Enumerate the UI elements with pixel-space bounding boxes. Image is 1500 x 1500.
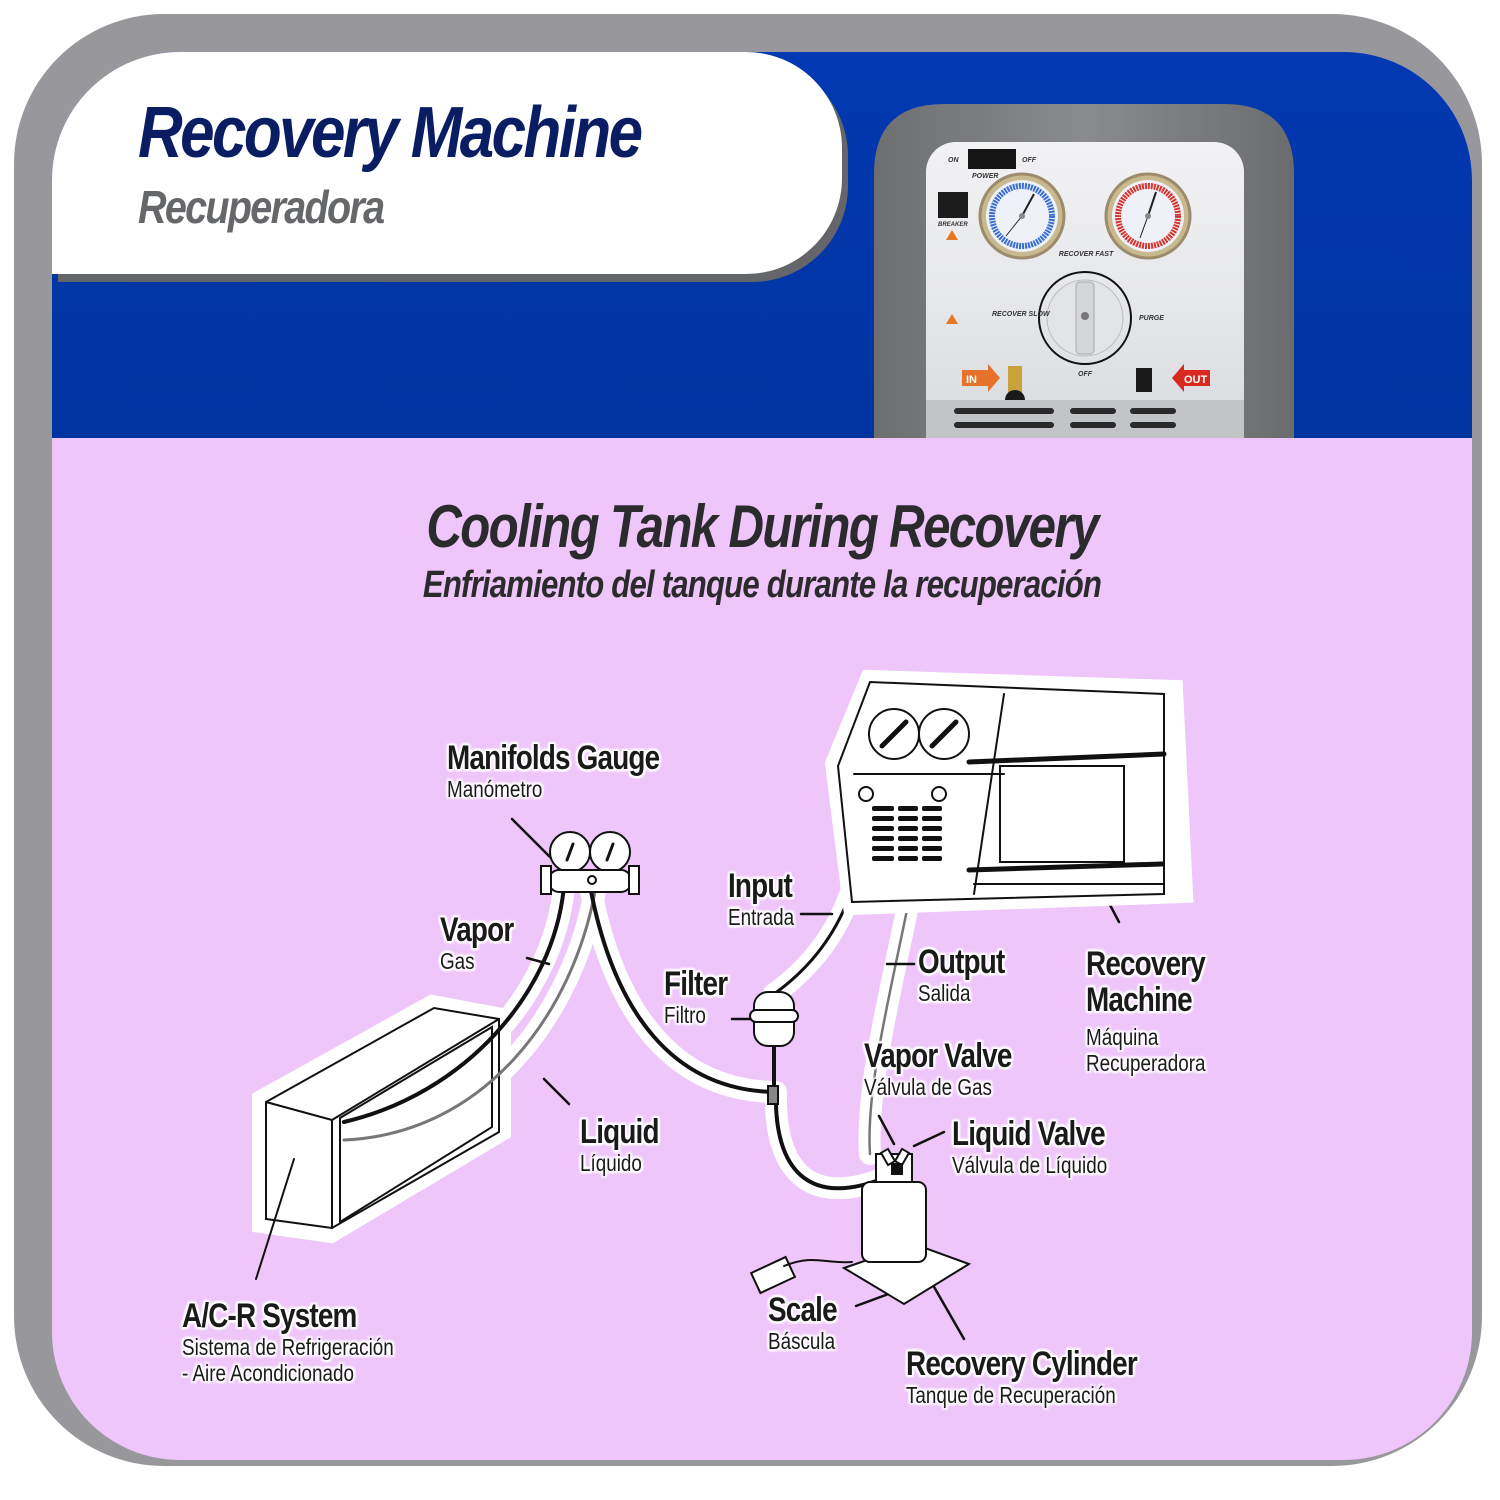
label-recovery-cylinder: Recovery Cylinder Tanque de Recuperación [906,1345,1138,1408]
vapor-gauge [978,172,1066,260]
power-on-label: ON [948,157,959,164]
recovery-cylinder-illustration [749,1147,972,1306]
label-liquid: Liquid Líquido [580,1113,660,1176]
input-port-fitting [1008,366,1022,394]
manifold-gauge [540,831,640,895]
label-filter: Filter Filtro [664,965,728,1028]
title-pill: Recovery Machine Recuperadora [52,52,842,274]
dial-purge-label: PURGE [1139,315,1164,322]
recovery-diagram [252,669,1194,1341]
breaker-label: BREAKER [938,222,968,228]
section-subtitle: Enfriamiento del tanque durante la recup… [422,564,1102,606]
mode-dial-ring [1038,271,1132,365]
vapor-hose [342,884,566,1124]
breaker-switch [938,192,968,218]
recovery-machine-illustration [824,669,1194,916]
section-title: Cooling Tank During Recovery [426,493,1099,560]
machine-photo: ON OFF POWER BREAKER [874,104,1294,438]
acr-unit [252,994,511,1244]
warning-icon-2 [946,314,958,324]
warning-icon [946,230,958,240]
liquid-gauge [1104,172,1192,260]
label-output: Output Salida [918,943,1005,1006]
label-scale: Scale Báscula [768,1291,838,1354]
output-port-fitting [1136,368,1152,392]
port-in-arrow [962,364,1000,392]
panel: Recovery Machine Recuperadora ON OFF POW… [52,52,1472,1460]
label-acr-system: A/C-R System Sistema de Refrigeración - … [182,1297,394,1386]
dial-slow-label: RECOVER SLOW [992,311,1051,318]
acr-leader-line [255,1158,295,1280]
power-label: POWER [972,173,998,180]
page-title: Recovery Machine [138,93,643,173]
liquid-hose [342,884,598,1142]
vent-grille [926,400,1244,438]
label-input: Input Entrada [728,867,795,930]
dial-off-label: OFF [1078,371,1093,378]
acr-unit-outline [265,1006,500,1230]
dial-fast-label: RECOVER FAST [1059,251,1114,258]
filter [749,991,799,1105]
power-switch [968,149,1016,169]
label-vapor: Vapor Gas [440,911,514,974]
label-vapor-valve: Vapor Valve Válvula de Gas [864,1037,1012,1100]
power-off-label: OFF [1022,157,1037,164]
page-subtitle: Recuperadora [138,181,385,233]
port-in-label: IN [966,374,977,386]
port-out-arrow [1172,364,1210,392]
label-manifold-gauge: Manifolds Gauge Manómetro [447,739,660,802]
label-liquid-valve: Liquid Valve Válvula de Líquido [952,1115,1108,1178]
outer-frame: Recovery Machine Recuperadora ON OFF POW… [14,14,1482,1466]
center-hose [588,884,776,1094]
label-recovery-machine: Recovery Machine Máquina Recuperadora [1086,945,1206,1076]
port-out-label: OUT [1184,374,1208,386]
header-banner: Recovery Machine Recuperadora ON OFF POW… [52,52,1472,438]
